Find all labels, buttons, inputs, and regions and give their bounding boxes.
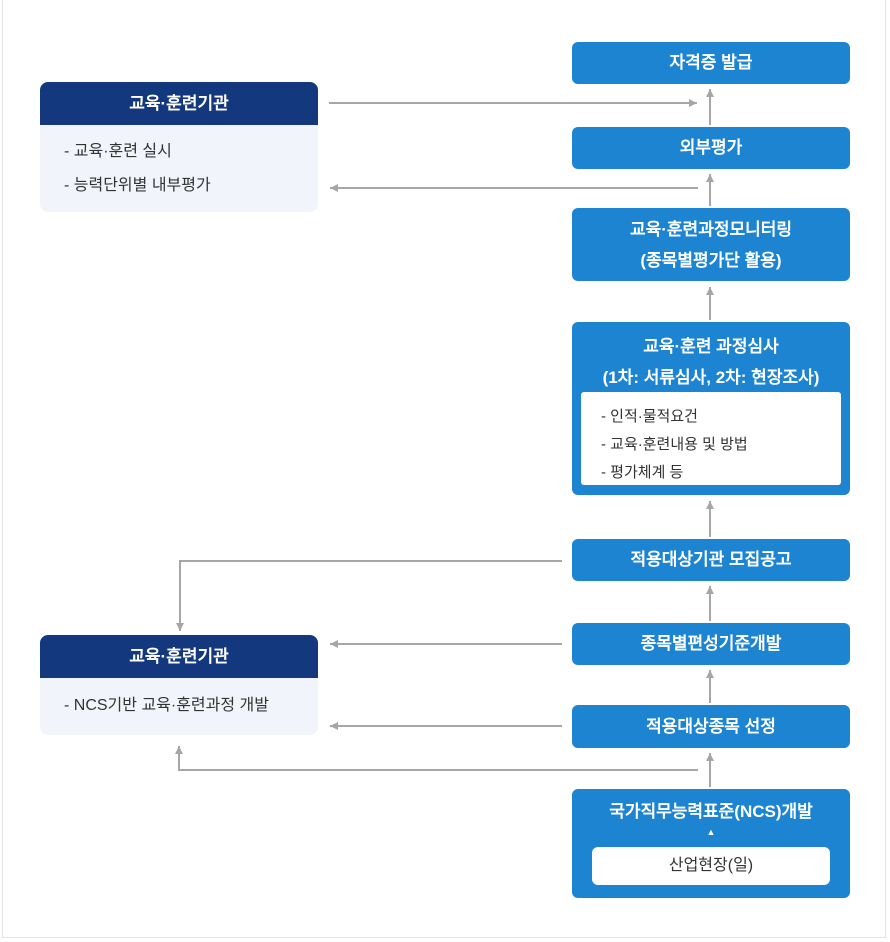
card-body: - 교육·훈련 실시 - 능력단위별 내부평가 <box>40 125 318 212</box>
arrow-recruit-to-institution <box>176 560 562 631</box>
arrow-ncs-to-institution <box>175 746 698 771</box>
node-ncs-development: 국가직무능력표준(NCS)개발 ▲ 산업현장(일) <box>572 789 850 898</box>
card-training-institution-mid: 교육·훈련기관 - NCS기반 교육·훈련과정 개발 <box>40 635 318 735</box>
node-recruitment-notice: 적용대상기관 모집공고 <box>572 539 850 581</box>
list-item: - 인적·물적요건 <box>601 408 698 425</box>
list-item: - NCS기반 교육·훈련과정 개발 <box>64 697 269 714</box>
node-label-line2: (1차: 서류심사, 2차: 현장조사) <box>602 368 820 387</box>
node-external-evaluation: 외부평가 <box>572 127 850 169</box>
node-label-line1: 교육·훈련과정모니터링 <box>629 220 793 239</box>
review-criteria-panel: - 인적·물적요건 - 교육·훈련내용 및 방법 - 평가체계 등 <box>581 392 841 485</box>
node-subject-selection: 적용대상종목 선정 <box>572 705 850 748</box>
list-item: - 평가체계 등 <box>601 464 684 481</box>
list-item: - 교육·훈련 실시 <box>64 143 172 160</box>
node-label-line1: 국가직무능력표준(NCS)개발 <box>609 802 813 821</box>
node-label-line2: (종목별평가단 활용) <box>640 251 782 270</box>
card-body: - NCS기반 교육·훈련과정 개발 <box>40 678 318 735</box>
up-triangle-icon: ▲ <box>706 827 716 837</box>
node-course-review: 교육·훈련 과정심사 (1차: 서류심사, 2차: 현장조사) - 인적·물적요… <box>572 322 850 495</box>
node-label-line1: 교육·훈련 과정심사 <box>643 337 779 356</box>
node-criteria-development: 종목별편성기준개발 <box>572 623 850 665</box>
card-title: 교육·훈련기관 <box>40 635 318 678</box>
card-title: 교육·훈련기관 <box>40 82 318 125</box>
node-certificate-issue: 자격증 발급 <box>572 42 850 84</box>
list-item: - 능력단위별 내부평가 <box>64 177 211 194</box>
node-course-monitoring: 교육·훈련과정모니터링 (종목별평가단 활용) <box>572 208 850 281</box>
node-industry-field: 산업현장(일) <box>592 847 830 885</box>
card-training-institution-top: 교육·훈련기관 - 교육·훈련 실시 - 능력단위별 내부평가 <box>40 82 318 212</box>
list-item: - 교육·훈련내용 및 방법 <box>601 436 748 453</box>
